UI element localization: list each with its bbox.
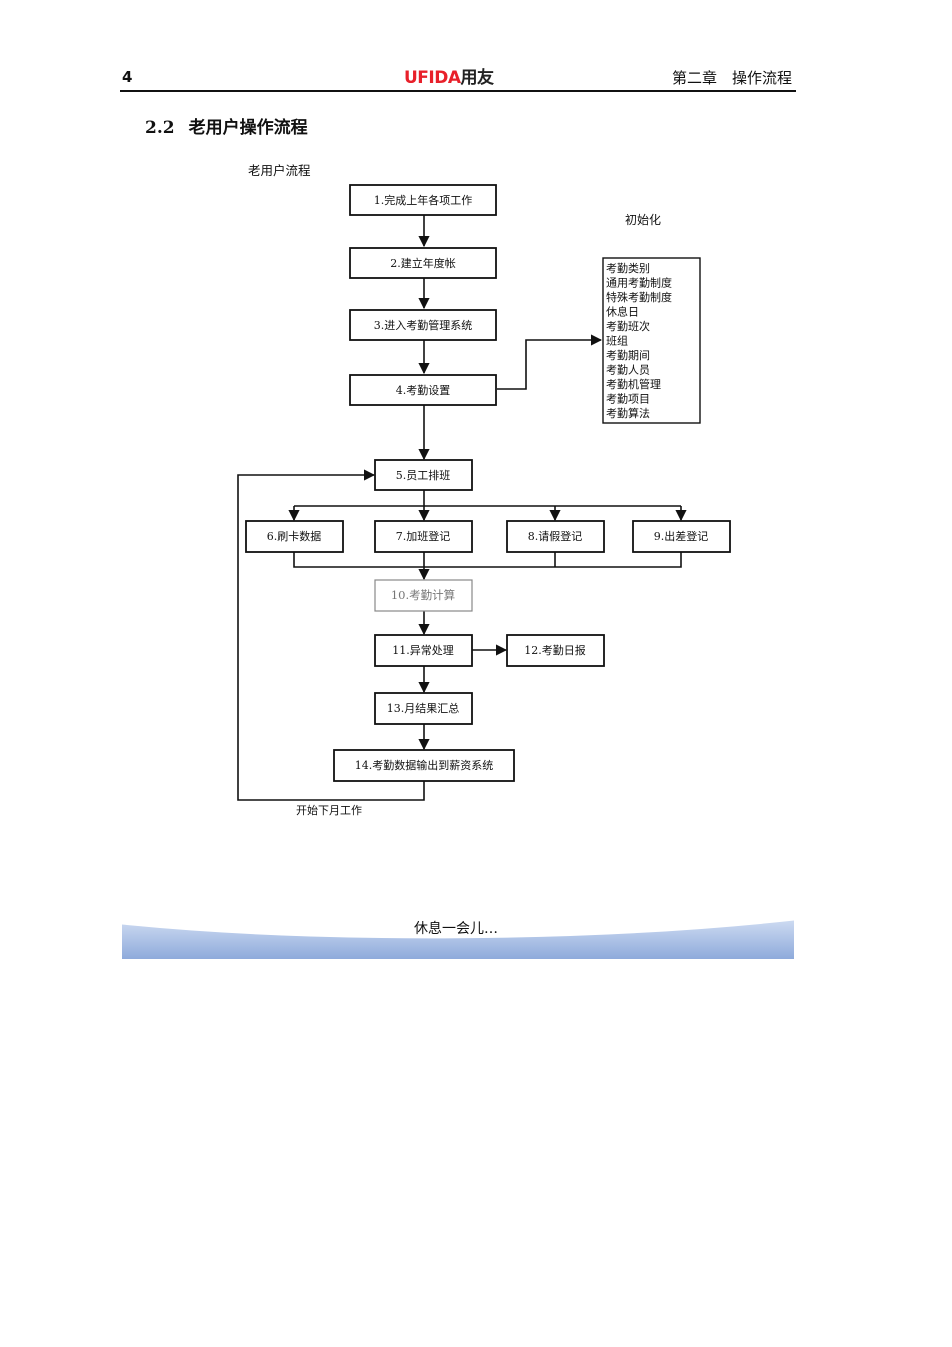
step-6: 6.刷卡数据 — [267, 529, 322, 543]
init-item: 休息日 — [606, 305, 639, 319]
step-11: 11.异常处理 — [392, 644, 454, 657]
step-8: 8.请假登记 — [528, 529, 583, 543]
step-box-1 — [349, 184, 497, 216]
step-box-14 — [333, 749, 515, 782]
logo-cn: 用友 — [460, 68, 495, 88]
step-box-9 — [632, 520, 731, 553]
chapter-title: 第二章 操作流程 — [671, 69, 792, 87]
flowchart-title: 老用户流程 — [248, 163, 311, 178]
init-item: 特殊考勤制度 — [606, 290, 672, 304]
step-box-5 — [374, 459, 473, 491]
step-9: 9.出差登记 — [654, 529, 709, 543]
step-13: 13.月结果汇总 — [387, 701, 460, 715]
section-title: 老用户操作流程 — [188, 118, 308, 138]
page-header: 4 UFIDA用友 第二章 操作流程 — [120, 62, 796, 92]
init-item: 通用考勤制度 — [606, 276, 672, 290]
step-box-3 — [349, 309, 497, 341]
step-10: 10.考勤计算 — [391, 588, 455, 602]
init-item: 班组 — [606, 334, 628, 348]
init-item: 考勤算法 — [606, 406, 650, 420]
init-list-box — [602, 257, 701, 424]
step-box-13 — [374, 692, 473, 725]
logo-brand: UFIDA — [404, 68, 461, 88]
step-7: 7.加班登记 — [396, 529, 451, 543]
step-box-6 — [245, 520, 344, 553]
step-box-4 — [349, 374, 497, 406]
init-label: 初始化 — [625, 213, 661, 227]
page-number: 4 — [122, 68, 133, 86]
init-items: 考勤类别 通用考勤制度 特殊考勤制度 休息日 考勤班次 班组 考勤期间 考勤人员… — [606, 261, 672, 420]
step-box-10 — [374, 579, 473, 612]
step-box-7 — [374, 520, 473, 553]
init-item: 考勤期间 — [606, 349, 650, 362]
section-number: 2.2 — [145, 118, 175, 138]
step-4: 4.考勤设置 — [396, 384, 451, 397]
step-box-2 — [349, 247, 497, 279]
step-box-11 — [374, 634, 473, 667]
step-box-8 — [506, 520, 605, 553]
step-14: 14.考勤数据输出到薪资系统 — [355, 758, 494, 772]
footer-text: 休息一会儿… — [414, 921, 498, 937]
step-1: 1.完成上年各项工作 — [374, 193, 473, 207]
init-item: 考勤人员 — [606, 364, 650, 377]
ufida-logo: UFIDA用友 — [404, 63, 494, 88]
init-item: 考勤类别 — [606, 261, 650, 275]
init-item: 考勤项目 — [606, 393, 650, 406]
init-item: 考勤班次 — [606, 319, 650, 333]
step-5: 5.员工排班 — [396, 468, 451, 482]
loop-label: 开始下月工作 — [296, 803, 362, 817]
init-item: 考勤机管理 — [606, 377, 661, 391]
step-2: 2.建立年度帐 — [390, 256, 456, 270]
section-heading: 2.2 老用户操作流程 — [145, 113, 308, 138]
step-box-12 — [506, 634, 605, 667]
footer-wave-band — [122, 917, 794, 959]
flowchart-diagram: 老用户流程 初始化 — [237, 163, 731, 817]
step-3: 3.进入考勤管理系统 — [374, 318, 473, 332]
step-12: 12.考勤日报 — [524, 643, 586, 657]
